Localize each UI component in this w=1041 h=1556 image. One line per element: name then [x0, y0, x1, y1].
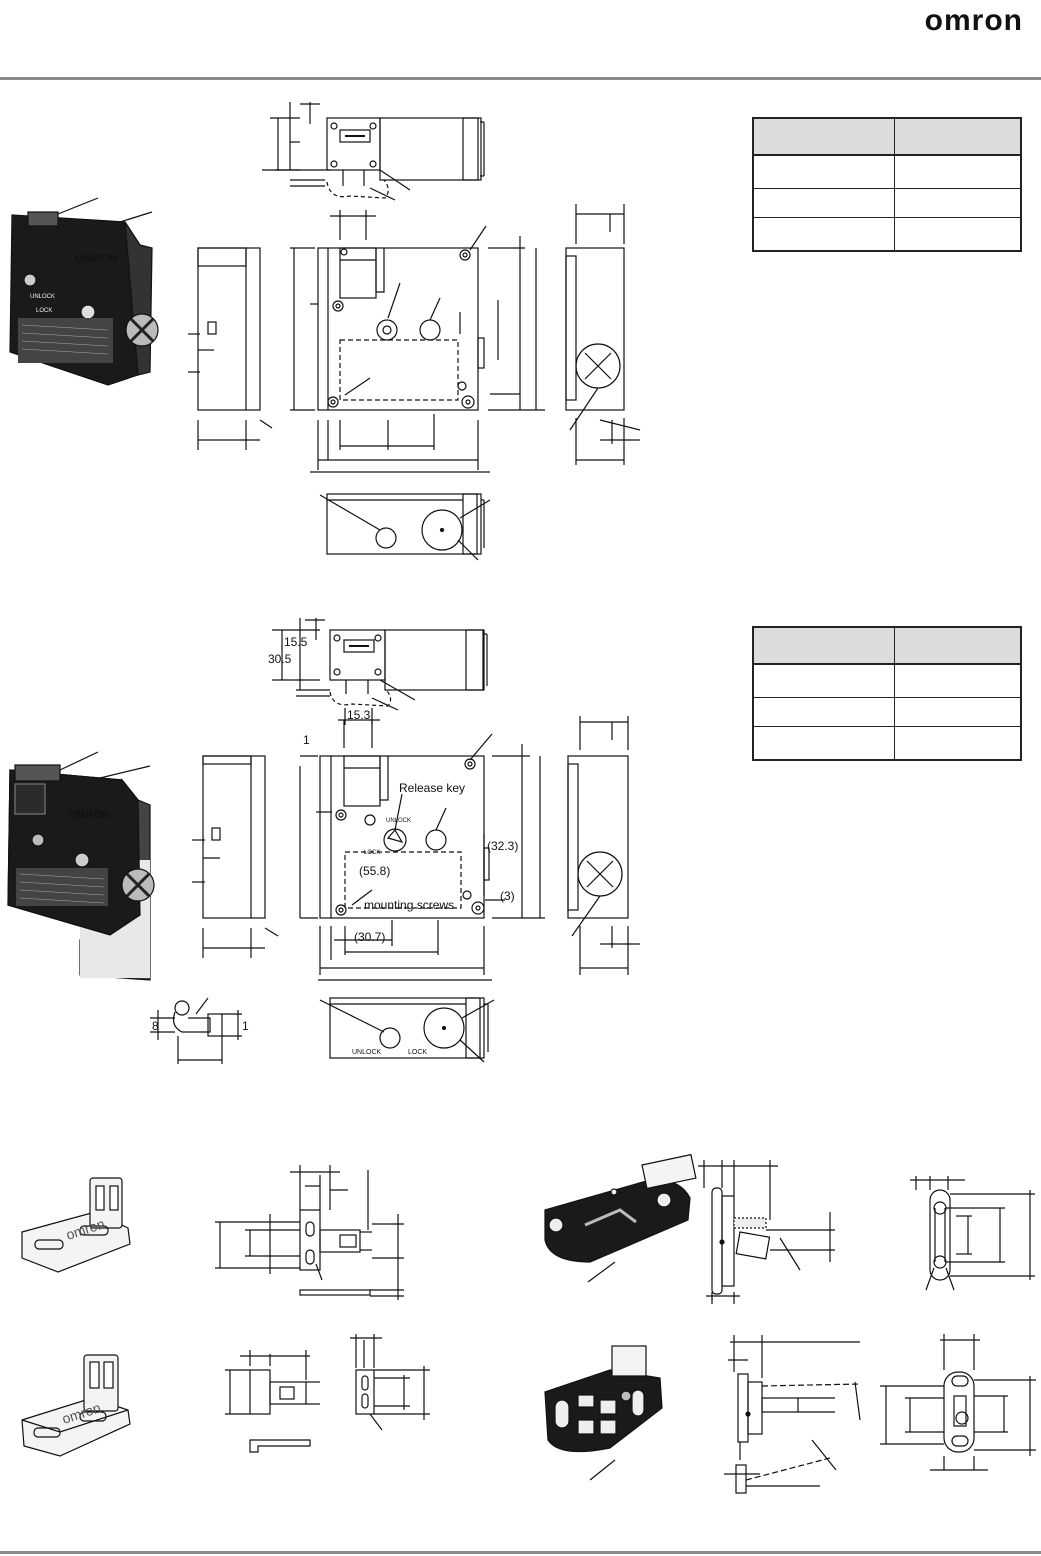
- bottom-view-1: [319, 493, 491, 561]
- actuator-drawing-2: [724, 1335, 861, 1494]
- top-view-1: [262, 102, 485, 201]
- release-key-drawing: [150, 997, 242, 1064]
- mounting-screws-label: mounting screws: [364, 898, 454, 912]
- release-key-label: Release key: [399, 781, 465, 795]
- dial-unlock-label: UNLOCK: [386, 818, 411, 824]
- dim-15-5: 15.5: [284, 635, 308, 649]
- side-view-right-2: [567, 716, 640, 975]
- dim-30-5: 30.5: [268, 652, 292, 666]
- photo-brand-1: OMRON: [75, 253, 117, 265]
- dim-3: (3): [500, 889, 515, 903]
- dim-15-3: 15.3: [347, 708, 371, 722]
- key-photo-2: omron: [21, 1354, 131, 1457]
- actuator-drawing-1: [698, 1160, 835, 1304]
- lock-small-label: LOCK: [408, 1049, 427, 1056]
- spec-table-1: [752, 117, 1022, 252]
- dim-30-7: (30.7): [354, 930, 385, 944]
- footer-rule: [0, 1551, 1041, 1554]
- top-view-2: [272, 618, 488, 725]
- dim-8: 8: [152, 1019, 159, 1033]
- side-view-left-1: [188, 247, 273, 450]
- actuator-photo-2: [544, 1345, 663, 1481]
- key-photo-1: omron: [21, 1177, 131, 1273]
- dim-1-key: 1: [242, 1019, 249, 1033]
- switch-photo-2: OMRON: [7, 751, 155, 981]
- photo-brand-2: OMRON: [68, 809, 110, 821]
- front-view-1: [290, 210, 545, 473]
- lock-mark-label: LOCK: [36, 308, 52, 314]
- switch-photo-1: OMRON: [9, 197, 159, 386]
- unlock-small-label: UNLOCK: [352, 1049, 382, 1056]
- dim-32-3: (32.3): [487, 839, 518, 853]
- bottom-view-2: UNLOCK LOCK: [319, 997, 495, 1063]
- dim-1-left: 1: [303, 733, 310, 747]
- side-view-left-2: [192, 755, 279, 958]
- dial-lock-label: LOCK: [364, 850, 380, 856]
- key-drawing-1: [215, 1165, 404, 1300]
- spec-table-2: [752, 626, 1022, 761]
- actuator-drawing-2b: [880, 1334, 1036, 1471]
- omron-logo: omron: [924, 4, 1023, 37]
- actuator-drawing-1b: [910, 1176, 1035, 1291]
- actuator-photo-1: [544, 1153, 697, 1283]
- unlock-mark-label: UNLOCK: [30, 294, 55, 300]
- side-view-right-1: [565, 204, 641, 465]
- dim-55-8: (55.8): [359, 864, 390, 878]
- key-drawing-2: [225, 1334, 430, 1453]
- front-view-2: [299, 720, 545, 981]
- header-rule: [0, 77, 1041, 80]
